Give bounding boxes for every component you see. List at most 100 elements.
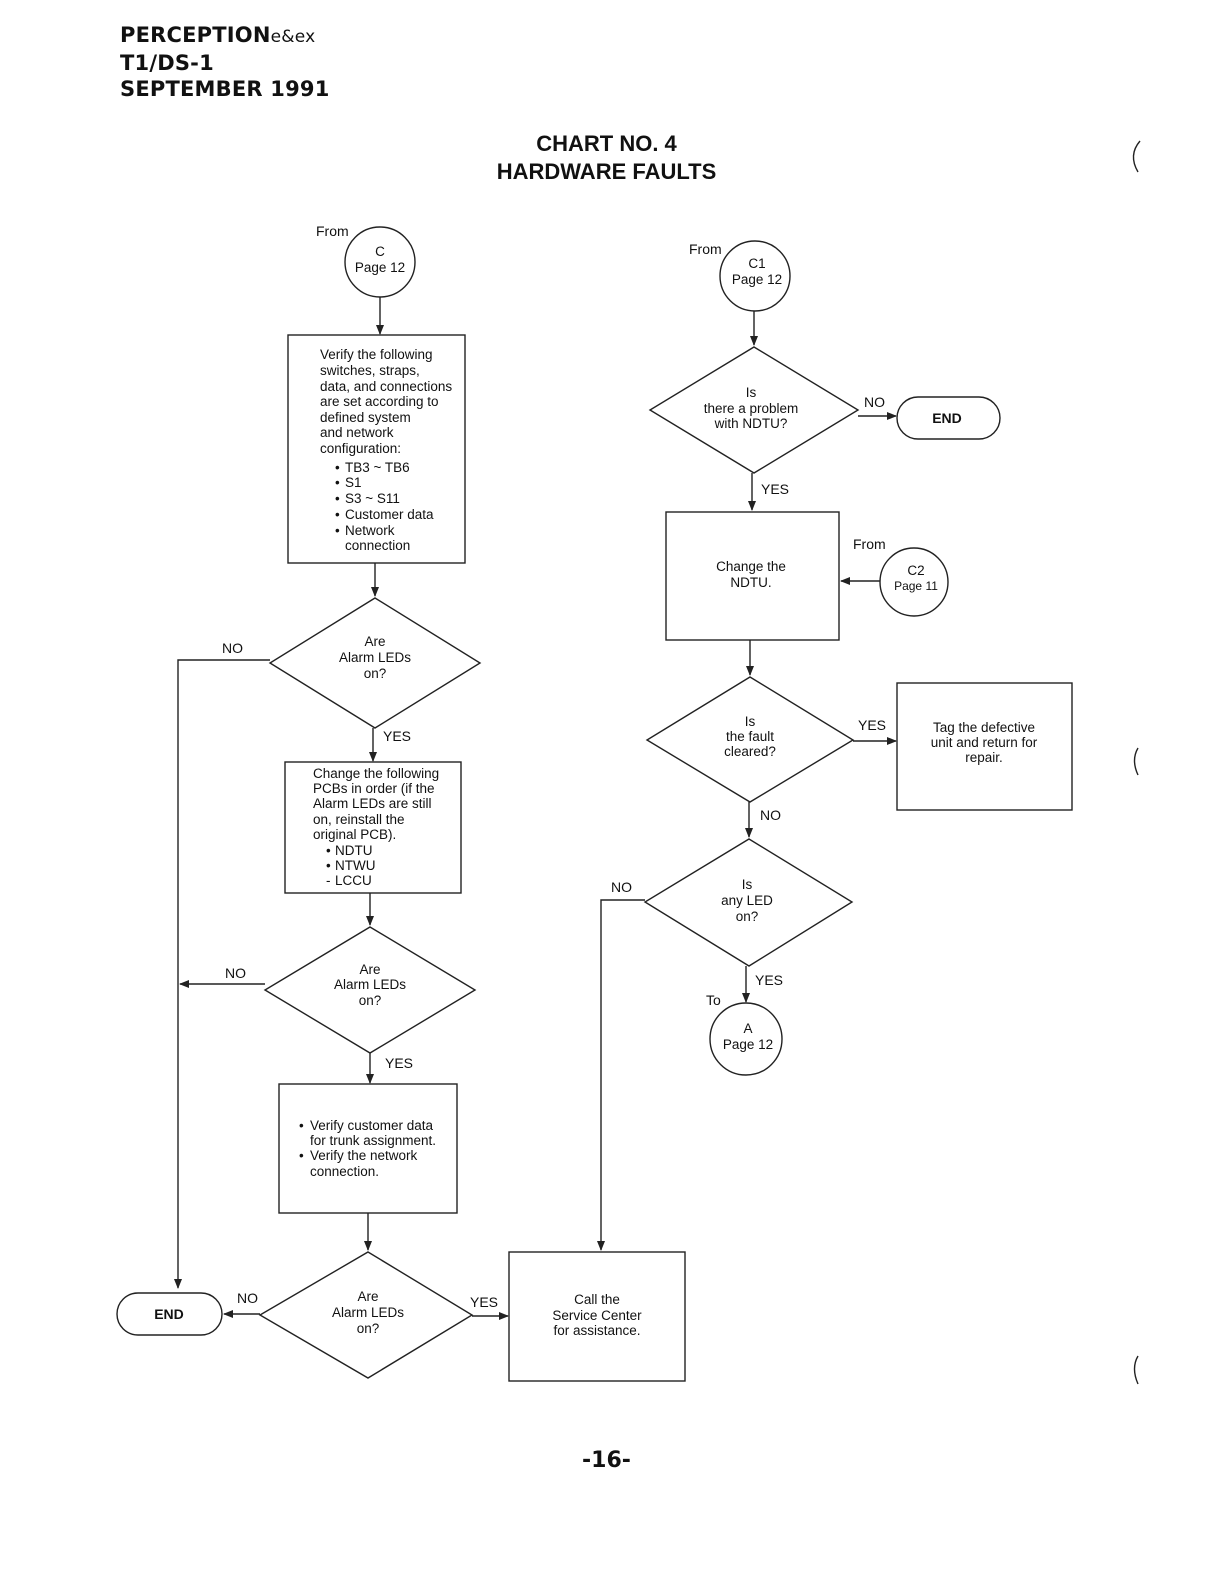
any-led-yes-label: YES (755, 972, 783, 988)
ndtu-no-label: NO (864, 394, 885, 410)
change-ndtu-rect (665, 511, 840, 641)
change-pcb-rect (284, 761, 462, 894)
alarm-decision-2-line: Alarm LEDs (334, 977, 406, 992)
verify-text-line: data, and connections (320, 379, 452, 394)
connector-c2: From C2 Page 11 (853, 536, 949, 617)
verify-trunk-bullet-dot: • (299, 1148, 304, 1163)
verify-text-line: switches, straps, (320, 363, 420, 378)
alarm1-yes-label: YES (383, 728, 411, 744)
connector-c-letter: C (375, 244, 385, 259)
verify-bullet-dot: • (335, 523, 340, 538)
change-pcb-line: PCBs in order (if the (313, 781, 435, 796)
change-pcb-line: Alarm LEDs are still (313, 796, 432, 811)
alarm1-no-label: NO (222, 640, 243, 656)
pcb-list-item: LCCU (335, 873, 372, 888)
scan-mark (1133, 1355, 1139, 1385)
fault-cleared-decision: Is the fault cleared? (645, 676, 855, 803)
chart-title-line1: CHART NO. 4 (536, 131, 677, 156)
pcb-bullet-dot: - (326, 873, 331, 888)
connector-c: From C Page 12 (316, 223, 416, 298)
any-led-line: on? (736, 909, 759, 924)
alarm-decision-3-line: on? (357, 1321, 380, 1336)
change-pcb-line: on, reinstall the (313, 812, 405, 827)
call-service-center-rect (508, 1251, 686, 1382)
connector-a-page: Page 12 (723, 1037, 773, 1052)
any-led-line: Is (742, 877, 753, 892)
connector-c1: From C1 Page 12 (689, 240, 791, 312)
verify-bullet: Network (345, 523, 395, 538)
document-header: PERCEPTIONe&ex T1/DS-1 SEPTEMBER 1991 (120, 22, 330, 102)
tag-defective-line: unit and return for (931, 735, 1038, 750)
document-id: T1/DS-1 (120, 51, 214, 75)
verify-text-line: Verify the following (320, 347, 433, 362)
call-service-line: Call the (574, 1292, 620, 1307)
product-suffix: e&ex (270, 27, 316, 47)
scan-mark (1132, 140, 1141, 173)
verify-trunk-line: Verify the network (310, 1148, 418, 1163)
pcb-bullet-dot: • (326, 858, 331, 873)
alarm-decision-1-line: Alarm LEDs (339, 650, 411, 665)
connector-c-page: Page 12 (355, 260, 405, 275)
change-ndtu-line: NDTU. (730, 575, 771, 590)
fault-yes-label: YES (858, 717, 886, 733)
verify-text-line: configuration: (320, 441, 401, 456)
any-led-line: any LED (721, 893, 773, 908)
alarm-decision-2: Are Alarm LEDs on? (263, 926, 477, 1054)
alarm-decision-2-line: Are (359, 962, 380, 977)
alarm-decision-3-diamond (258, 1251, 474, 1379)
connector-c2-circle (879, 547, 949, 617)
connector-c2-page: Page 11 (894, 579, 938, 593)
arrow-alarm1-no-to-end (174, 659, 270, 1289)
ndtu-problem-line: with NDTU? (714, 416, 788, 431)
change-ndtu-line: Change the (716, 559, 786, 574)
call-service-line: Service Center (552, 1308, 642, 1323)
alarm-decision-1-diamond (268, 597, 482, 729)
tag-defective-line: repair. (965, 750, 1003, 765)
tag-defective-rect (896, 682, 1073, 811)
change-pcb-line: original PCB). (313, 827, 396, 842)
verify-bullet-dot: • (335, 491, 340, 506)
verify-trunk-bullet-dot: • (299, 1118, 304, 1133)
alarm3-yes-label: YES (470, 1294, 498, 1310)
scan-mark (1133, 747, 1139, 776)
verify-trunk-line: Verify customer data (310, 1118, 434, 1133)
ndtu-problem-line: there a problem (704, 401, 799, 416)
connector-a: To A Page 12 (706, 992, 783, 1076)
product-name: PERCEPTION (120, 23, 271, 47)
chart-title-line2: HARDWARE FAULTS (496, 159, 717, 184)
alarm-decision-3: Are Alarm LEDs on? (258, 1251, 474, 1379)
alarm-decision-3-line: Alarm LEDs (332, 1305, 404, 1320)
fault-cleared-line: the fault (726, 729, 774, 744)
fault-cleared-diamond (645, 676, 855, 803)
call-service-center-box: Call the Service Center for assistance. (508, 1251, 686, 1382)
arrow-any-led-no-to-call (597, 899, 645, 1251)
alarm-decision-2-line: on? (359, 993, 382, 1008)
verify-trunk-rect (278, 1083, 458, 1214)
end-terminal-right: END (896, 396, 1001, 440)
any-led-no-label: NO (611, 879, 632, 895)
change-pcb-box: Change the following PCBs in order (if t… (284, 761, 462, 894)
verify-trunk-line: for trunk assignment. (310, 1133, 436, 1148)
end-terminal-left-label: END (154, 1306, 184, 1322)
verify-bullet-dot: • (335, 475, 340, 490)
verify-text-line: are set according to (320, 394, 439, 409)
verify-bullet-dot: • (335, 460, 340, 475)
connector-c2-letter: C2 (907, 563, 924, 578)
alarm-decision-1: Are Alarm LEDs on? (268, 597, 482, 729)
verify-bullet-dot: • (335, 507, 340, 522)
alarm-decision-1-line: Are (364, 634, 385, 649)
alarm2-no-label: NO (225, 965, 246, 981)
ndtu-problem-line: Is (746, 385, 757, 400)
any-led-diamond (643, 838, 854, 967)
connector-a-to-label: To (706, 992, 721, 1008)
connector-c-from-label: From (316, 223, 349, 239)
pcb-list-item: NTWU (335, 858, 376, 873)
fault-cleared-line: Is (745, 714, 756, 729)
connector-a-letter: A (743, 1021, 752, 1036)
page-number: -16- (582, 1448, 631, 1473)
tag-defective-box: Tag the defective unit and return for re… (896, 682, 1073, 811)
alarm2-yes-label: YES (385, 1055, 413, 1071)
ndtu-problem-diamond (648, 346, 860, 474)
ndtu-problem-decision: Is there a problem with NDTU? (648, 346, 860, 474)
